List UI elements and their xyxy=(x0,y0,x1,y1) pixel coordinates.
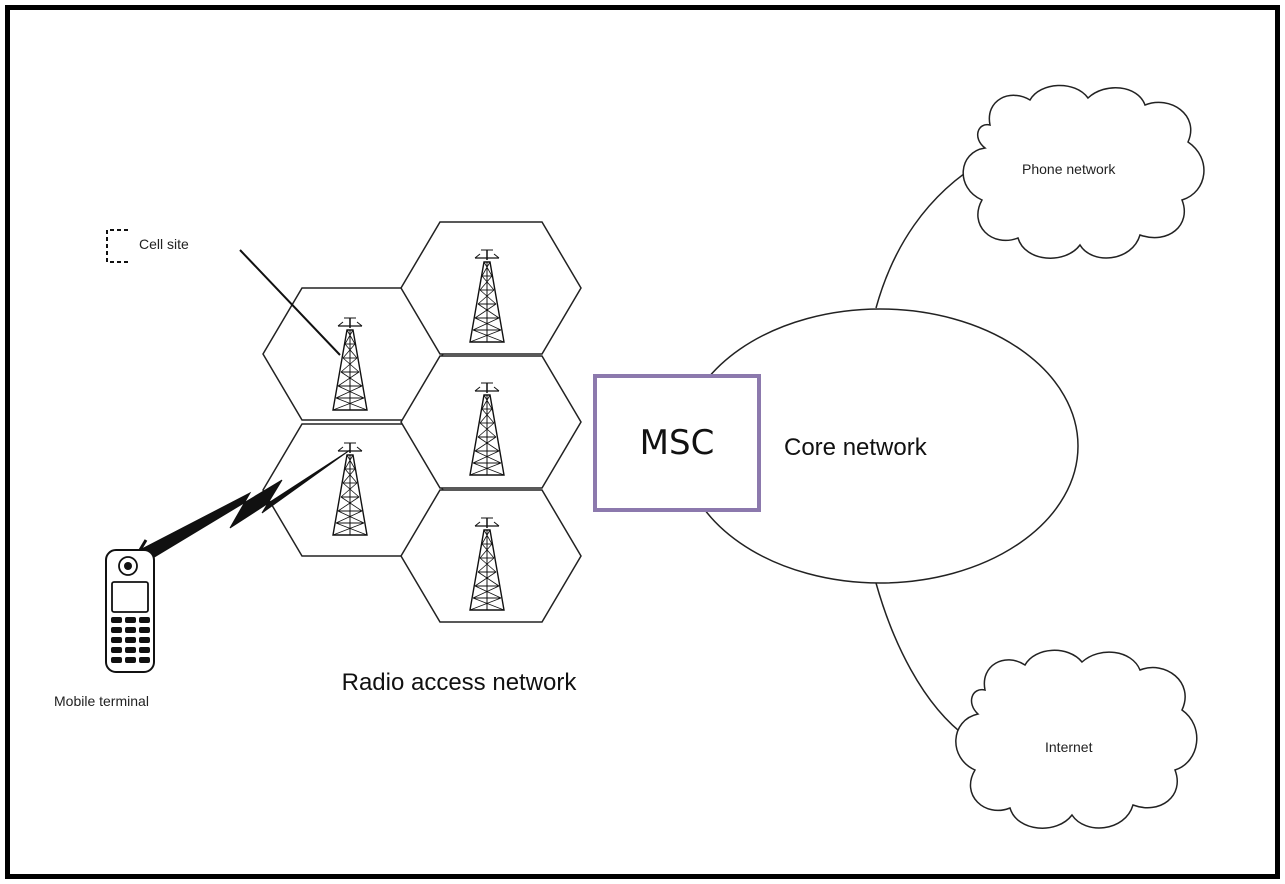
radio-access-network-cells xyxy=(262,221,582,623)
internet-label: Internet xyxy=(1045,739,1093,755)
cell-site-legend-icon xyxy=(106,229,128,263)
link-core-to-internet xyxy=(875,582,969,739)
core-network-label: Core network xyxy=(784,434,927,461)
mobile-terminal-icon xyxy=(105,539,155,673)
cell-site-label: Cell site xyxy=(139,236,189,252)
phone-network-cloud xyxy=(962,84,1205,259)
mobile-terminal-label: Mobile terminal xyxy=(54,693,149,709)
msc-box: MSC xyxy=(593,374,761,512)
cell-site-pointer-line xyxy=(239,249,341,356)
phone-network-label: Phone network xyxy=(1022,161,1116,177)
msc-label: MSC xyxy=(639,423,715,463)
radio-link-lightning-icon xyxy=(139,449,351,563)
radio-access-network-label: Radio access network xyxy=(341,669,577,696)
internet-cloud xyxy=(955,649,1198,829)
